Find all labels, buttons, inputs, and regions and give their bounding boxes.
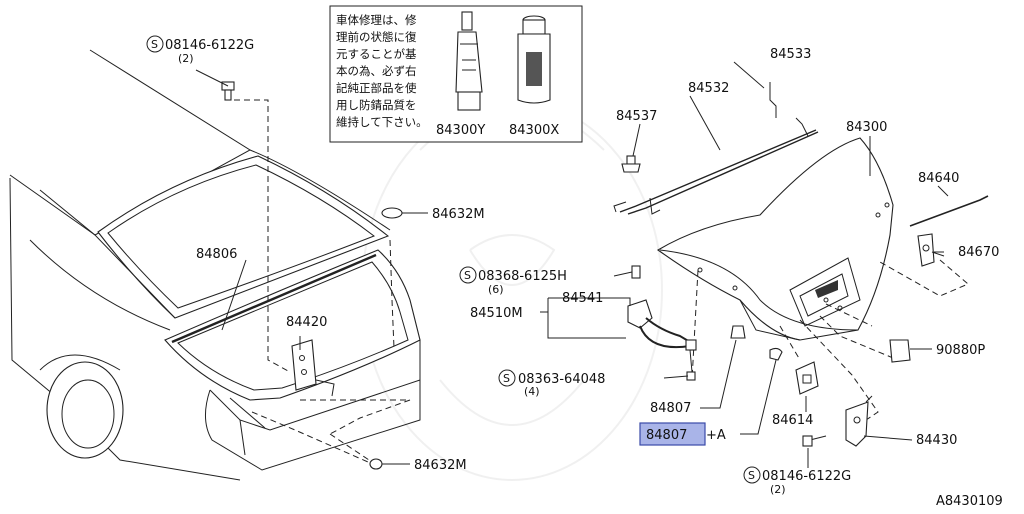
label-84300x: 84300X [509,123,559,138]
striker-84670-icon [879,233,969,297]
cable-assembly-icon [627,265,697,381]
label-84537[interactable]: 84537 [616,109,657,124]
label-84632m-bot[interactable]: 84632M [414,458,467,473]
qty-08146-top: (2) [178,52,194,65]
note-line-6: 用し防錆品質を [336,98,417,112]
label-plate-icon [889,339,911,363]
note-line-4: 本の為、必ず右 [336,64,417,78]
note-line-7: 維持して下さい。 [336,115,428,129]
label-84632m-top[interactable]: 84632M [432,207,485,222]
dash-line-a [389,239,395,349]
label-84640[interactable]: 84640 [918,171,959,186]
highlight-box [639,422,706,446]
dash-line-c [251,411,369,463]
note-box: 車体修理は、修 理前の状態に復 元することが基 本の為、必ず右 記純正部品を使 … [329,5,583,143]
label-84614[interactable]: 84614 [772,413,813,428]
note-line-1: 車体修理は、修 [336,13,417,27]
bumper-84807-icon [730,325,746,339]
screw-symbol-bot: S [748,469,755,482]
lock-84430-icon [802,395,873,447]
label-84300y: 84300Y [436,123,485,138]
torsion-bars-icon [613,82,819,215]
part-number-08146-top: 08146-6122G [165,38,254,53]
dash-line-lid-e [825,303,873,327]
label-84420[interactable]: 84420 [286,315,327,330]
label-84532[interactable]: 84532 [688,81,729,96]
qty-08146-bot: (2) [770,483,786,496]
label-90880p[interactable]: 90880P [936,343,985,358]
note-line-5: 記純正部品を使 [336,81,417,95]
watermark-emblem [361,99,663,481]
label-84670[interactable]: 84670 [958,245,999,260]
dash-line-b [300,399,411,435]
label-08363[interactable]: S 08363-64048 (4) [498,369,605,398]
label-08146-bot[interactable]: S 08146-6122G (2) [743,466,851,496]
trunk-lid-illustration [656,137,894,341]
sealant-tube-icon [455,11,483,111]
label-84807a[interactable]: 84807 +A [639,422,726,446]
label-84807[interactable]: 84807 [650,401,691,416]
hinge-84420-icon [291,339,335,397]
stay-84640-icon [909,195,989,227]
suffix-84807a: +A [706,428,726,443]
label-84541[interactable]: 84541 [562,291,603,306]
label-08146-top[interactable]: S 08146-6122G (2) [146,35,254,65]
cover-84614-icon [795,361,819,395]
label-84510m[interactable]: 84510M [470,306,523,321]
bumper-84807a-icon [769,347,783,361]
leader-lines [195,61,949,468]
label-84806[interactable]: 84806 [196,247,237,262]
spray-can-icon [517,15,551,104]
part-number-08368: 08368-6125H [478,269,567,284]
screw-symbol-08368: S [464,269,471,282]
screw-symbol-08363: S [503,372,510,385]
grommet-top-icon [381,207,403,219]
dash-line-lid-d [779,325,801,361]
grommet-bottom-icon [369,458,383,470]
car-body-illustration [9,49,421,481]
label-08368[interactable]: S 08368-6125H (6) [459,266,567,296]
label-84300[interactable]: 84300 [846,120,887,135]
note-line-2: 理前の状態に復 [336,30,417,44]
dash-line-lid-b [819,315,899,361]
dash-line-d [329,433,373,463]
diagram-id: A8430109 [936,494,1003,509]
note-line-3: 元することが基 [336,47,417,61]
label-84430[interactable]: 84430 [916,433,957,448]
part-number-08146-bot: 08146-6122G [762,469,851,484]
dash-line-lid-c [799,319,879,425]
dash-line-lid-a [691,269,699,381]
qty-08363: (4) [524,385,540,398]
label-84533[interactable]: 84533 [770,47,811,62]
part-number-84807a: 84807 [646,428,687,443]
qty-08368: (6) [488,283,504,296]
part-number-08363: 08363-64048 [518,372,605,387]
screw-symbol-top: S [151,38,158,51]
